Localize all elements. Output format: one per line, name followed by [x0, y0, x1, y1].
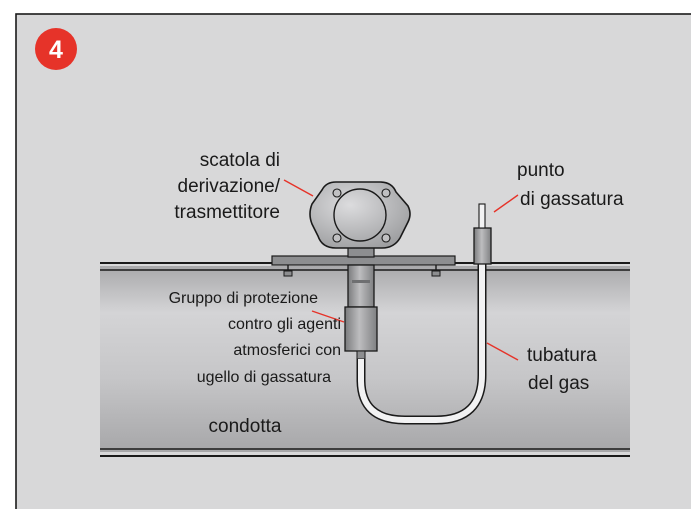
junction-box: [309, 181, 411, 258]
step-badge: [35, 28, 77, 70]
svg-text:atmosferici con: atmosferici con: [233, 342, 341, 359]
gas-pipe: [356, 262, 487, 425]
svg-text:del gas: del gas: [528, 373, 589, 394]
leader-gas-pipe: [486, 342, 519, 361]
label-gassing-point: punto di gassatura: [517, 160, 624, 210]
bolt-icon: [283, 265, 293, 277]
label-duct: condotta: [209, 416, 282, 437]
bolt-icon: [431, 265, 441, 277]
leader-lines: [283, 179, 519, 361]
svg-text:tubatura: tubatura: [527, 345, 597, 366]
svg-text:punto: punto: [517, 160, 565, 181]
label-junction-box: scatola di derivazione/ trasmettitore: [174, 150, 280, 223]
svg-text:di gassatura: di gassatura: [520, 189, 624, 210]
gassing-point: [473, 203, 492, 265]
svg-text:Gruppo di protezione: Gruppo di protezione: [169, 290, 319, 307]
leader-protection-group: [311, 310, 345, 323]
svg-text:scatola di: scatola di: [200, 150, 280, 171]
label-protection-group: Gruppo di protezione contro gli agenti a…: [169, 290, 341, 386]
svg-text:trasmettitore: trasmettitore: [174, 202, 280, 223]
step-number: 4: [49, 36, 63, 64]
svg-text:contro gli agenti: contro gli agenti: [228, 316, 341, 333]
leader-gassing-point: [493, 194, 519, 213]
label-gas-pipe: tubatura del gas: [527, 345, 597, 394]
svg-text:derivazione/: derivazione/: [178, 176, 281, 197]
leader-junction-box: [283, 179, 314, 197]
protection-group: [344, 264, 378, 360]
svg-text:ugello di gassatura: ugello di gassatura: [197, 369, 331, 386]
